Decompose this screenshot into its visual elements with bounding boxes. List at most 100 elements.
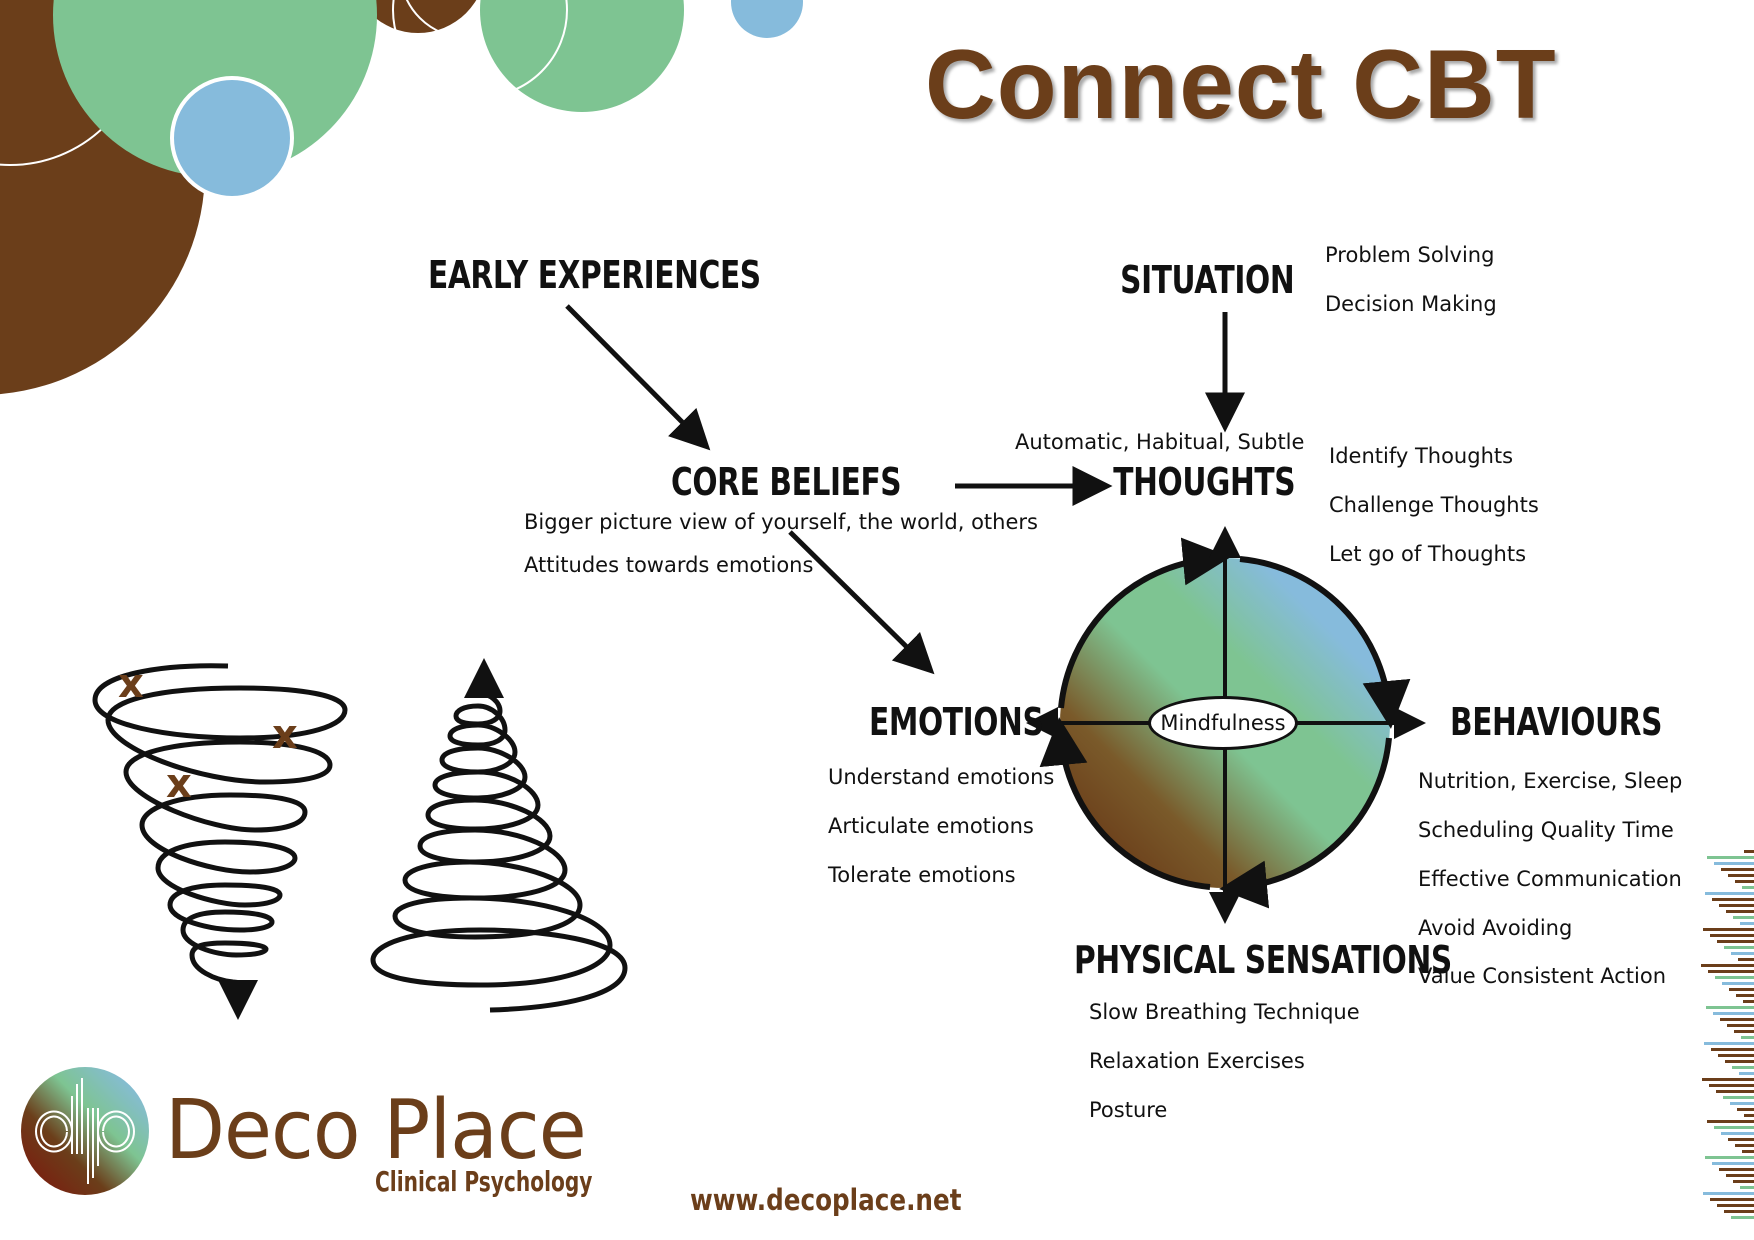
white-ring-small — [405, 0, 531, 39]
decorative-bar — [1706, 1006, 1754, 1009]
decorative-bar — [1744, 1114, 1754, 1117]
decorative-bar — [1742, 886, 1754, 889]
decorative-bar — [1728, 1138, 1754, 1141]
decorative-bar — [1731, 952, 1754, 955]
decorative-bar — [1702, 1078, 1754, 1081]
behaviours-list: Nutrition, Exercise, Sleep Scheduling Qu… — [1418, 769, 1682, 1013]
decorative-bar — [1733, 1180, 1754, 1183]
list-item: Tolerate emotions — [828, 863, 1016, 887]
thoughts-list: Identify Thoughts Challenge Thoughts Let… — [1329, 444, 1539, 591]
decorative-bar — [1707, 856, 1754, 859]
decorative-bar — [1720, 1018, 1754, 1021]
decorative-bar — [1719, 904, 1754, 907]
decorative-bar — [1724, 1210, 1754, 1213]
situation-list: Problem Solving Decision Making — [1325, 243, 1497, 341]
list-item: Identify Thoughts — [1329, 444, 1514, 468]
decorative-bar — [1726, 1174, 1754, 1177]
decorative-bar — [1710, 934, 1754, 937]
decorative-bar — [1710, 1198, 1754, 1201]
decorative-bar — [1723, 1096, 1754, 1099]
list-item: Value Consistent Action — [1418, 964, 1667, 988]
decorative-bar — [1735, 1144, 1754, 1147]
decorative-bar — [1717, 1204, 1754, 1207]
list-item: Understand emotions — [828, 765, 1055, 789]
blue-circle-small — [731, 0, 803, 38]
decorative-bar — [1729, 988, 1754, 991]
page-title: Connect CBT — [925, 29, 1557, 139]
arrow-core-to-emotions — [788, 530, 935, 675]
decorative-bar — [1721, 1132, 1754, 1135]
brand-subtitle: Clinical Psychology — [375, 1165, 593, 1198]
decorative-bar — [1743, 1000, 1754, 1003]
brand-logo-icon: dp — [21, 1067, 149, 1195]
list-item: Scheduling Quality Time — [1418, 818, 1674, 842]
decorative-bar — [1715, 976, 1754, 979]
decorative-bar — [1730, 1102, 1754, 1105]
list-item: Avoid Avoiding — [1418, 916, 1573, 940]
cycle-arc-bottom-left — [1039, 717, 1211, 890]
decorative-bar — [1740, 922, 1754, 925]
brand-name-place: Place — [383, 1083, 586, 1178]
decorative-bar — [1732, 1066, 1754, 1069]
core-beliefs-note-2: Attitudes towards emotions — [524, 553, 814, 577]
spiral-illustrations: x x x — [92, 658, 628, 1020]
list-item: Slow Breathing Technique — [1089, 1000, 1360, 1024]
decorative-bar — [1740, 1186, 1754, 1189]
decorative-bar — [1709, 1084, 1754, 1087]
list-item: Relaxation Exercises — [1089, 1049, 1305, 1073]
emotions-list: Understand emotions Articulate emotions … — [828, 765, 1054, 912]
decorative-bar — [1703, 1192, 1754, 1195]
decorative-bar — [1739, 1072, 1754, 1075]
core-beliefs-note-1: Bigger picture view of yourself, the wor… — [524, 510, 1038, 534]
blue-circle — [170, 76, 294, 200]
decorative-bar — [1734, 1030, 1754, 1033]
brand-name-deco: Deco — [165, 1083, 361, 1178]
decorative-bars — [1701, 850, 1754, 1219]
decorative-bar — [1742, 1150, 1754, 1153]
decorative-bar — [1718, 1054, 1754, 1057]
physical-sensations-list: Slow Breathing Technique Relaxation Exer… — [1089, 1000, 1360, 1147]
node-emotions: EMOTIONS — [869, 700, 1044, 744]
list-item: Let go of Thoughts — [1329, 542, 1527, 566]
decorative-bar — [1721, 868, 1754, 871]
mindfulness-label: Mindfulness — [1148, 696, 1298, 750]
decorative-bar — [1707, 1120, 1754, 1123]
list-item: Articulate emotions — [828, 814, 1034, 838]
decorative-bar — [1728, 874, 1754, 877]
decorative-bar — [1735, 880, 1754, 883]
downward-spiral-icon — [92, 663, 348, 993]
website-link[interactable]: www.decoplace.net — [690, 1183, 962, 1217]
list-item: Challenge Thoughts — [1329, 493, 1539, 517]
decorative-bar — [1705, 892, 1754, 895]
decorative-bar — [1722, 982, 1754, 985]
decorative-bar — [1733, 916, 1754, 919]
decorative-bar — [1704, 1042, 1754, 1045]
cycle-arc-top-right — [1239, 556, 1411, 729]
decorative-bar — [1724, 946, 1754, 949]
brand-name: Deco Place — [165, 1083, 587, 1178]
list-item: Nutrition, Exercise, Sleep — [1418, 769, 1683, 793]
list-item: Posture — [1089, 1098, 1168, 1122]
decorative-bar — [1716, 1090, 1754, 1093]
spiral-x-marks: x x x — [118, 661, 298, 807]
decorative-bar — [1714, 1126, 1754, 1129]
decorative-bar — [1714, 862, 1754, 865]
x-mark: x — [272, 712, 298, 758]
decorative-bar — [1703, 928, 1754, 931]
decorative-bar — [1736, 994, 1754, 997]
node-behaviours: BEHAVIOURS — [1450, 700, 1663, 744]
decorative-bar — [1712, 1162, 1754, 1165]
cycle-arc-top-left — [1058, 537, 1231, 709]
decorative-bar — [1705, 1156, 1754, 1159]
x-mark: x — [118, 661, 144, 707]
thoughts-qualifier: Automatic, Habitual, Subtle — [1015, 430, 1305, 454]
node-physical-sensations: PHYSICAL SENSATIONS — [1074, 938, 1452, 982]
x-mark: x — [166, 761, 192, 807]
decorative-bar — [1712, 898, 1754, 901]
green-circle-right — [480, 0, 684, 112]
list-item: Problem Solving — [1325, 243, 1495, 267]
decorative-bar — [1744, 850, 1754, 853]
decorative-bar — [1725, 1060, 1754, 1063]
decorative-bar — [1727, 1024, 1754, 1027]
decorative-bar — [1713, 1012, 1754, 1015]
